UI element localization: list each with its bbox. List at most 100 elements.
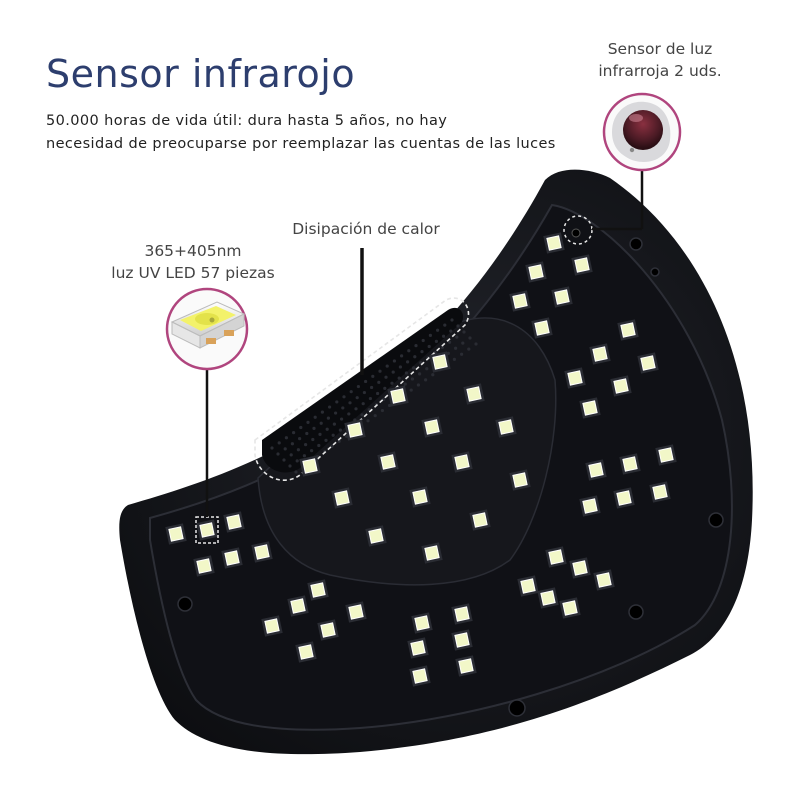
vent-hole (288, 464, 292, 468)
vent-hole (299, 425, 303, 430)
sensor-callout-label: Sensor de luz infrarroja 2 uds. (575, 38, 745, 82)
vent-hole (361, 402, 365, 406)
vent-hole (452, 357, 456, 361)
vent-hole (332, 422, 336, 426)
vent-hole (428, 333, 432, 337)
led-bead (320, 622, 336, 638)
vent-hole (406, 360, 410, 364)
sensor-callout-line-1: Sensor de luz (607, 40, 713, 58)
sensor-callout-line-2: infrarroja 2 uds. (598, 62, 722, 80)
led-bead (168, 526, 184, 542)
vent-hole (355, 396, 359, 400)
vent-hole (305, 431, 309, 436)
vent-hole (418, 372, 422, 376)
vent-hole (400, 354, 404, 358)
vent-hole (342, 395, 346, 399)
vent-hole (335, 400, 339, 404)
led-bead (298, 644, 314, 660)
led-bead (574, 257, 590, 273)
vent-hole (304, 443, 308, 447)
led-bead (567, 370, 583, 386)
vent-hole (354, 407, 358, 411)
led-bead (554, 289, 570, 305)
led-bead (264, 618, 280, 634)
vent-hole (334, 411, 338, 415)
vent-hole (474, 342, 478, 346)
heat-dissipation-outline (254, 297, 470, 481)
led-bead (196, 558, 212, 574)
led-bead (390, 388, 406, 404)
vent-hole (442, 334, 446, 338)
vent-hole (413, 355, 417, 359)
vent-hole (298, 437, 302, 441)
vent-hole (392, 359, 396, 363)
vent-hole (454, 346, 458, 350)
sensor-zoom-icon (602, 92, 682, 172)
vent-hole (294, 470, 298, 474)
led-bead (412, 668, 428, 684)
vent-hole (320, 410, 324, 414)
vent-hole (312, 426, 316, 430)
led-bead (454, 632, 470, 648)
vent-hole (330, 444, 334, 448)
vent-hole (348, 401, 352, 405)
vent-hole (331, 433, 335, 437)
vent-hole (376, 391, 380, 396)
vent-hole (302, 454, 306, 458)
vent-hole (462, 330, 466, 334)
vent-hole (378, 369, 382, 373)
vent-hole (421, 338, 425, 343)
led-bead (199, 522, 215, 538)
lamp-sensor-dot (571, 228, 581, 238)
vent-hole (409, 388, 413, 392)
vent-hole (340, 417, 344, 421)
led-bead (466, 386, 482, 402)
led-bead (562, 600, 578, 616)
vent-hole (368, 396, 372, 401)
vent-hole (440, 345, 444, 349)
vent-hole (310, 449, 314, 453)
led-bead (472, 512, 488, 528)
screw-holes (177, 237, 724, 717)
led-bead (302, 458, 318, 474)
led-bead (640, 355, 656, 371)
led-zoom-icon (165, 287, 249, 371)
vent-hole (325, 427, 329, 431)
vent-hole (450, 318, 454, 322)
led-bead (290, 598, 306, 614)
vent-hole (424, 378, 428, 382)
led-bead (652, 484, 668, 500)
vent-hole (326, 416, 330, 420)
led-bead (622, 456, 638, 472)
vent-hole (404, 371, 408, 375)
vent-hole (289, 453, 293, 457)
led-bead (226, 514, 242, 530)
vent-hole (366, 419, 370, 423)
vent-hole (449, 329, 453, 333)
vent-hole (425, 367, 429, 371)
vent-hole (377, 380, 381, 384)
description-line-2: necesidad de preocuparse por reemplazar … (46, 136, 556, 152)
led-bead (424, 419, 440, 435)
vent-hole (390, 381, 394, 385)
vent-hole (398, 365, 402, 369)
led-bead (592, 346, 608, 362)
vent-hole (397, 376, 401, 380)
vent-hole (456, 324, 460, 328)
vent-hole (410, 377, 414, 381)
vent-hole (455, 335, 459, 339)
vent-hole (276, 452, 280, 456)
led-bead (412, 489, 428, 505)
led-callout-line-1: 365+405nm (144, 242, 242, 260)
vent-hole (416, 383, 420, 387)
vent-hole (311, 437, 315, 442)
vent-hole (313, 415, 317, 419)
led-bead (572, 560, 588, 576)
led-callout-label: 365+405nm luz UV LED 57 piezas (108, 240, 278, 284)
led-bead (520, 578, 536, 594)
vent-hole (461, 341, 465, 345)
feature-description: 50.000 horas de vida útil: dura hasta 5 … (46, 110, 606, 156)
led-bead (512, 472, 528, 488)
vent-hole (427, 344, 431, 349)
